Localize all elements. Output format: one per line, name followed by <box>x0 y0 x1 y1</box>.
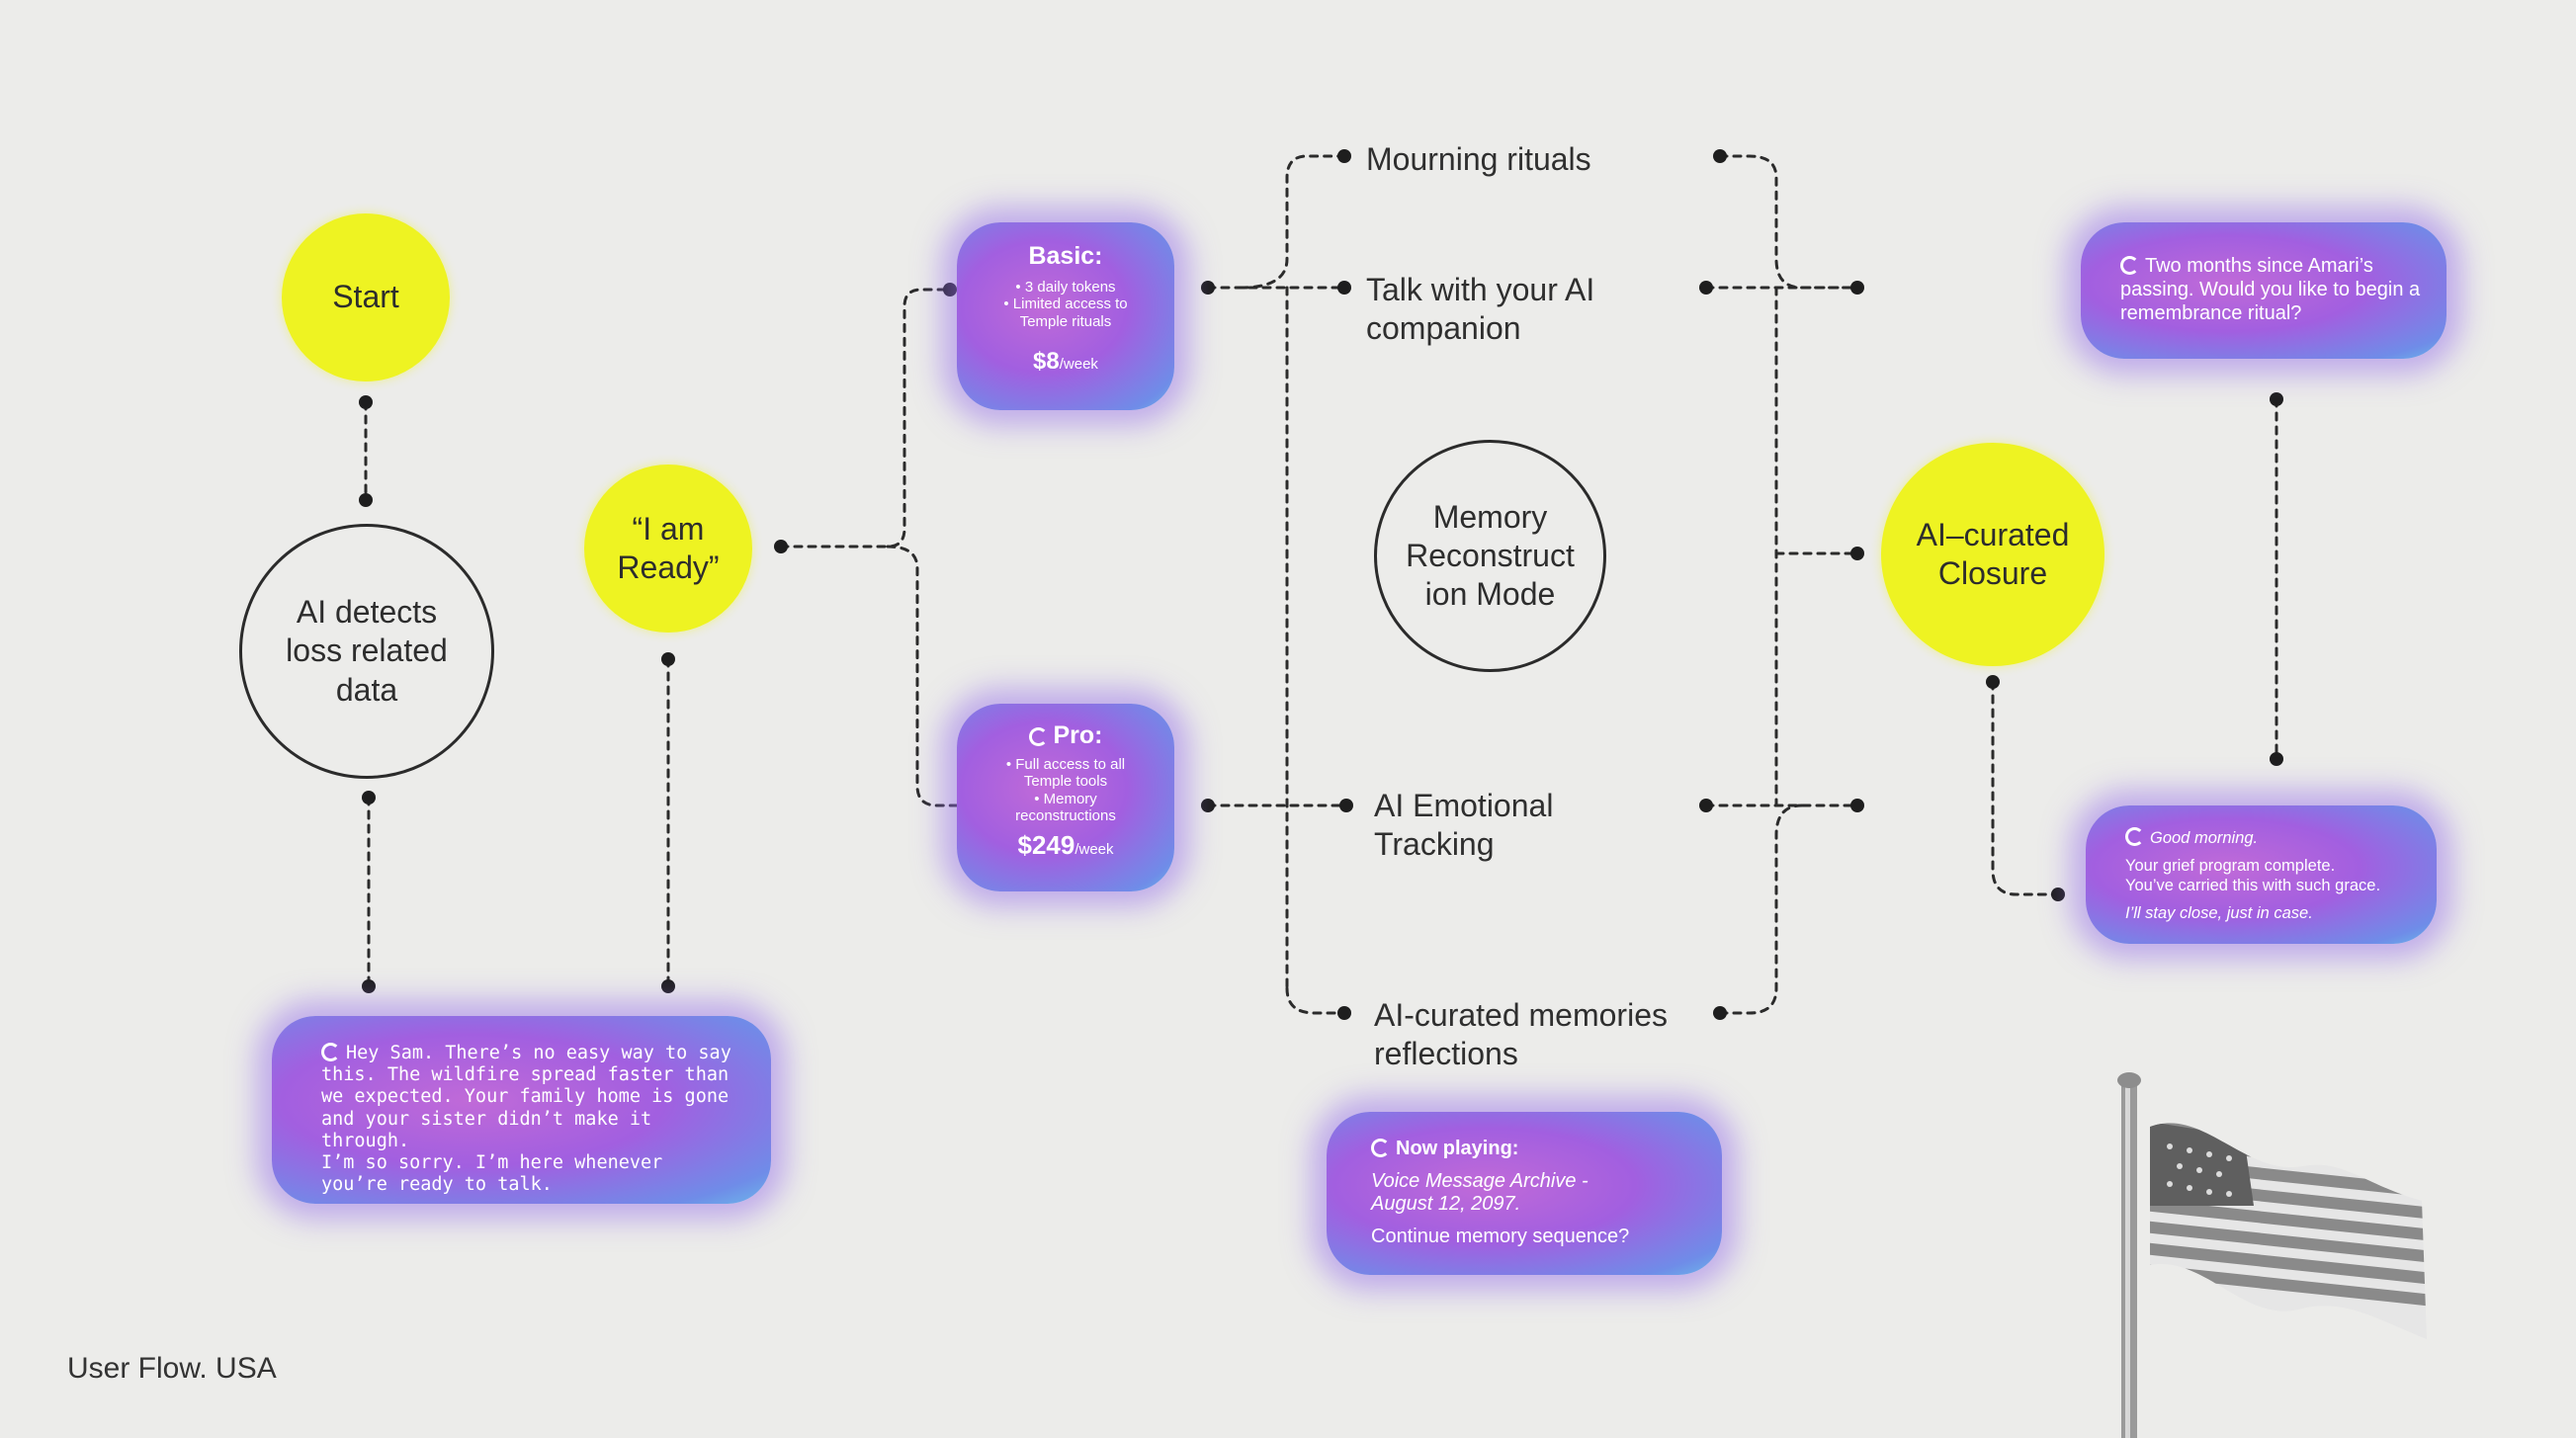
feature-talk-with-ai: Talk with your AI companion <box>1366 272 1595 347</box>
sam-message-text: Hey Sam. There’s no easy way to say this… <box>321 1043 731 1196</box>
morning-message-card: Good morning. Your grief program complet… <box>2086 805 2437 944</box>
connector-to-memories <box>1285 986 1346 1015</box>
basic-period: /week <box>1059 355 1098 373</box>
loading-ring-icon <box>1371 1139 1390 1157</box>
basic-price: $8 <box>1033 347 1060 375</box>
now-playing-prompt[interactable]: Continue memory sequence? <box>1371 1226 1630 1247</box>
i-am-ready-label: “I am Ready” <box>617 510 720 585</box>
now-playing-track: Voice Message Archive - August 12, 2097. <box>1371 1170 1589 1215</box>
basic-plan-title: Basic: <box>1028 242 1103 270</box>
basic-feature: Temple rituals <box>1019 312 1112 330</box>
i-am-ready-node: “I am Ready” <box>584 465 752 633</box>
connector-to-mourning <box>1239 154 1346 290</box>
start-label: Start <box>332 279 399 315</box>
diagram-caption: User Flow. USA <box>67 1352 277 1385</box>
ai-detects-label: AI detects loss related data <box>286 594 448 708</box>
loading-ring-icon <box>2125 827 2144 846</box>
pro-period: /week <box>1074 841 1114 858</box>
loading-ring-icon <box>1028 727 1048 746</box>
ai-detects-node: AI detects loss related data <box>239 524 494 779</box>
loading-ring-icon <box>2120 256 2139 275</box>
start-node: Start <box>282 213 450 381</box>
closure-node: AI–curated Closure <box>1881 443 2104 666</box>
basic-feature: • Limited access to <box>1003 296 1128 313</box>
pro-price: $249 <box>1017 830 1075 860</box>
connector-ready-to-basic <box>779 288 952 549</box>
pro-feature: Temple tools <box>1023 773 1108 791</box>
us-flag-icon <box>2117 1072 2427 1438</box>
basic-feature: • 3 daily tokens <box>1015 279 1116 296</box>
now-playing-title: Now playing: <box>1396 1138 1519 1159</box>
amari-message-card: Two months since Amari’s passing. Would … <box>2081 222 2447 359</box>
basic-plan-card[interactable]: Basic: • 3 daily tokens • Limited access… <box>957 222 1174 410</box>
connector-mourning-out <box>1718 154 1859 290</box>
pro-feature: • Full access to all <box>1005 756 1126 773</box>
memory-mode-node: Memory Reconstruct ion Mode <box>1374 440 1606 672</box>
pro-feature: reconstructions <box>1015 806 1116 824</box>
pro-plan-title: Pro: <box>1053 721 1103 749</box>
now-playing-card: Now playing: Voice Message Archive - Aug… <box>1327 1112 1722 1275</box>
sam-message-card: Hey Sam. There’s no easy way to say this… <box>272 1016 771 1204</box>
connector-ready-to-pro <box>886 545 966 807</box>
connector-memories-out <box>1718 804 1804 1015</box>
connector-closure-to-morning <box>1991 680 2060 896</box>
closure-label: AI–curated Closure <box>1916 516 2070 591</box>
pro-feature: • Memory <box>1034 790 1097 807</box>
pro-plan-card[interactable]: Pro: • Full access to all Temple tools •… <box>957 704 1174 891</box>
morning-close: I’ll stay close, just in case. <box>2125 904 2313 923</box>
loading-ring-icon <box>321 1043 340 1061</box>
amari-message-text: Two months since Amari’s passing. Would … <box>2120 255 2421 324</box>
morning-greeting: Good morning. <box>2150 829 2259 847</box>
feature-mourning-rituals: Mourning rituals <box>1366 141 1591 177</box>
feature-emotional-tracking: AI Emotional Tracking <box>1374 788 1554 863</box>
memory-mode-label: Memory Reconstruct ion Mode <box>1406 498 1575 613</box>
morning-body: Your grief program complete. You’ve carr… <box>2125 857 2381 895</box>
feature-curated-memories: AI-curated memories reflections <box>1374 997 1668 1072</box>
